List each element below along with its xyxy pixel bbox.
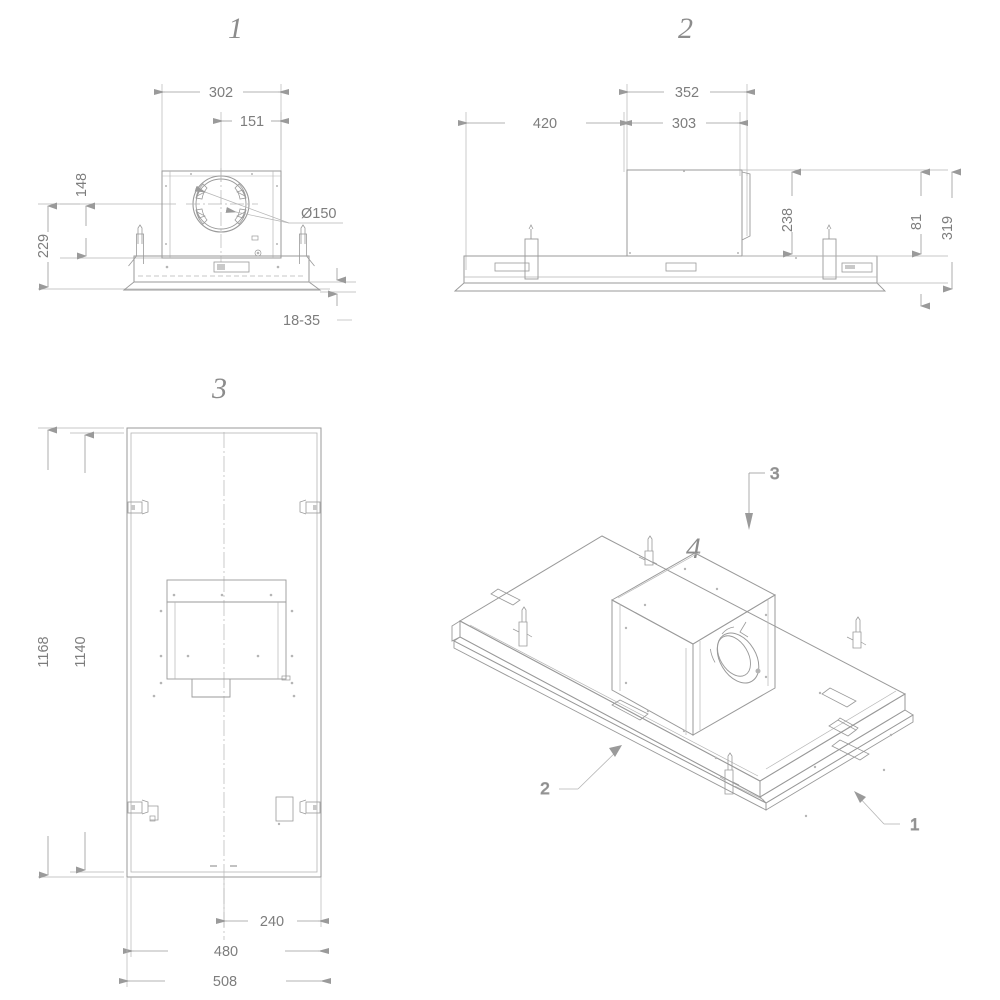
dim-diam150-text: Ø150 bbox=[301, 206, 336, 222]
dim-1168-text: 1168 bbox=[36, 636, 52, 667]
dim-319: 319 bbox=[920, 168, 961, 310]
hood-side-body bbox=[453, 169, 887, 292]
hood-front-body: Ø150 bbox=[122, 168, 343, 291]
dim-420: 420 bbox=[458, 112, 632, 270]
view-label-3: 3 bbox=[212, 372, 227, 405]
view-label-4: 4 bbox=[686, 532, 701, 565]
dim-240-text: 240 bbox=[260, 914, 284, 930]
dim-238: 238 bbox=[742, 168, 948, 258]
dim-1140: 1140 bbox=[70, 431, 124, 874]
dim-480-text: 480 bbox=[214, 944, 238, 960]
view-3-geometry: 1168 1140 240 bbox=[36, 426, 331, 990]
leader-diam150: Ø150 bbox=[194, 185, 343, 224]
dim-1140-text: 1140 bbox=[73, 636, 89, 667]
dim-148: 148 bbox=[60, 173, 176, 260]
view-4-geometry: 3 2 1 bbox=[451, 464, 920, 835]
iso-clip-a bbox=[638, 535, 658, 566]
view-1-geometry: 302 151 148 bbox=[36, 84, 356, 329]
callout-2-label: 2 bbox=[540, 779, 549, 798]
plan-clip-br bbox=[299, 799, 321, 815]
dim-18-35-text: 18-35 bbox=[283, 313, 320, 329]
callout-3: 3 bbox=[745, 464, 780, 530]
bracket-left bbox=[524, 224, 539, 280]
callout-1: 1 bbox=[854, 791, 920, 835]
dim-508-text: 508 bbox=[213, 974, 237, 990]
iso-clip-b bbox=[512, 606, 533, 647]
iso-motor-box bbox=[610, 551, 777, 736]
plan-clip-tl bbox=[127, 499, 149, 515]
iso-panel bbox=[451, 535, 914, 818]
dim-238-text: 238 bbox=[780, 208, 796, 232]
dim-303: 303 bbox=[620, 112, 748, 176]
iso-clips bbox=[512, 535, 867, 795]
dim-319-text: 319 bbox=[940, 216, 956, 240]
dim-508: 508 bbox=[119, 877, 331, 990]
iso-clip-d bbox=[719, 752, 740, 795]
plan-clip-tr bbox=[299, 499, 321, 515]
dim-302: 302 bbox=[154, 84, 289, 172]
view-2-geometry: 352 420 303 bbox=[453, 84, 961, 310]
dim-229-text: 229 bbox=[36, 234, 52, 258]
dim-81: 81 bbox=[877, 168, 948, 284]
dim-1168: 1168 bbox=[36, 426, 124, 879]
dim-229: 229 bbox=[36, 202, 330, 291]
plan-clip-bl bbox=[127, 799, 159, 822]
dim-151-text: 151 bbox=[240, 114, 264, 130]
plan-motor-box bbox=[159, 579, 294, 698]
dim-480: 480 bbox=[123, 877, 329, 960]
dim-81-text: 81 bbox=[909, 214, 925, 230]
dim-303-text: 303 bbox=[672, 116, 696, 132]
bracket-right bbox=[822, 224, 837, 280]
dim-18-35: 18-35 bbox=[283, 268, 356, 329]
iso-clip-c bbox=[846, 616, 867, 649]
dim-352: 352 bbox=[619, 84, 755, 176]
dim-148-text: 148 bbox=[74, 173, 90, 197]
dim-420-text: 420 bbox=[533, 116, 557, 132]
dim-352-text: 352 bbox=[675, 85, 699, 101]
view-label-1: 1 bbox=[228, 12, 243, 45]
dim-302-text: 302 bbox=[209, 85, 233, 101]
dim-240: 240 bbox=[216, 877, 329, 930]
callout-2: 2 bbox=[540, 745, 622, 799]
callout-3-label: 3 bbox=[770, 464, 779, 483]
callout-1-label: 1 bbox=[910, 815, 919, 834]
view-label-2: 2 bbox=[678, 12, 693, 45]
